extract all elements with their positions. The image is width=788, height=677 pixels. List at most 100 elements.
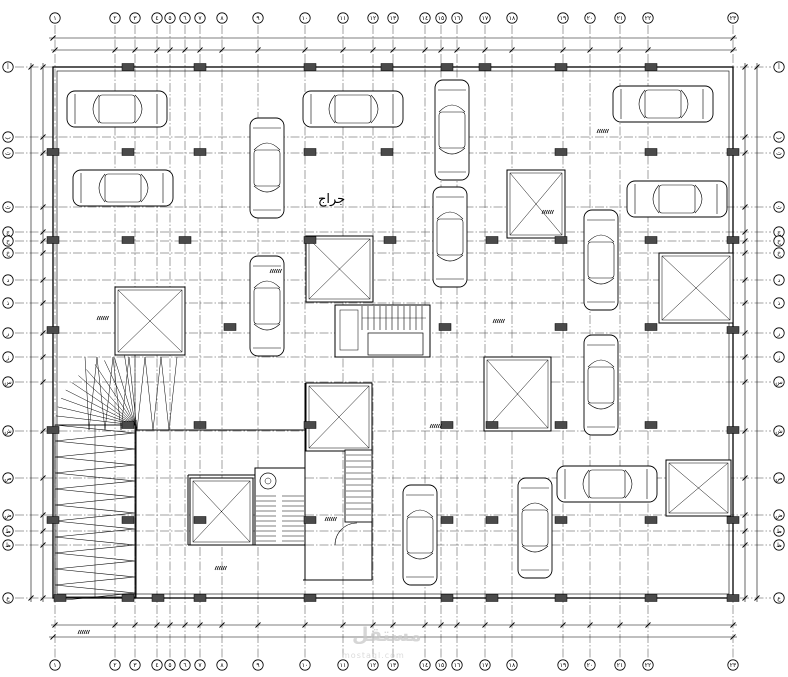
dimension-line-top-chain-tick	[587, 47, 593, 53]
structural-column	[438, 323, 452, 331]
dimension-line-left-overall-tick	[28, 64, 34, 70]
grid-bubble-top-circle	[129, 12, 141, 24]
hatch-mark	[596, 128, 609, 134]
grid-bubble-left-circle	[2, 235, 14, 247]
car-roof	[644, 89, 682, 119]
hatch-stroke	[541, 209, 544, 215]
grid-bubble-bottom-label: ٢٠	[587, 662, 593, 669]
grid-bubble-bottom-circle	[109, 659, 121, 671]
hatch-stroke	[100, 315, 103, 321]
grid-bubble-top-label: ٥	[168, 15, 171, 22]
dimension-line-bottom-chain-tick	[340, 622, 346, 628]
grid-bubble-left-label: ت	[5, 150, 11, 157]
parked-car	[249, 117, 285, 219]
dimension-line-right-chain-tick	[742, 134, 748, 140]
watermark-url-text: mostaql.com	[342, 651, 405, 660]
grid-bubble-right-label: د	[778, 277, 781, 284]
car-windshield	[406, 509, 434, 518]
structural-column	[383, 236, 397, 244]
grid-bubble-right-label: ز	[777, 354, 781, 361]
shaft-opening	[658, 252, 734, 324]
hatch-stroke	[547, 209, 550, 215]
grid-bubble-bottom-circle	[179, 659, 191, 671]
grid-bubble-top-label: ١٦	[454, 15, 460, 22]
grid-bubble-top-label: ٨	[220, 15, 224, 22]
grid-bubble-bottom-label: ١٧	[482, 662, 489, 669]
grid-bubble-top-label: ١٢	[370, 15, 376, 22]
dimension-line-top-chain-tick	[302, 47, 308, 53]
structural-column	[726, 426, 740, 434]
structural-column	[121, 63, 135, 71]
dimension-line-right-chain-tick	[742, 330, 748, 336]
parked-car	[302, 90, 404, 128]
hatch-mark	[324, 516, 337, 522]
dimension-line-bottom-chain-tick	[167, 622, 173, 628]
car-body	[402, 484, 438, 586]
structural-column	[121, 148, 135, 156]
grid-bubble-right-label: ص	[775, 475, 782, 482]
hatch-mark	[541, 209, 554, 215]
structural-column	[46, 326, 60, 334]
grid-bubble-bottom-label: ١٠	[302, 662, 308, 669]
parked-car	[583, 209, 619, 311]
hatch-mark	[96, 315, 109, 321]
dimension-line-right-chain-tick	[742, 250, 748, 256]
parked-car	[583, 334, 619, 436]
hatch-stroke	[330, 516, 333, 522]
grid-bubble-bottom-label: ٧	[198, 662, 202, 669]
structural-column	[193, 63, 207, 71]
grid-bubble-left-circle	[2, 297, 14, 309]
dimension-line-left-chain-tick	[40, 595, 46, 601]
hatch-stroke	[216, 565, 219, 571]
structural-column	[478, 63, 492, 71]
structural-column	[554, 63, 568, 71]
structural-column	[554, 323, 568, 331]
grid-bubble-left-label: ض	[4, 512, 11, 519]
grid-bubble-top-label: ٤	[155, 15, 158, 22]
grid-bubble-right-circle	[773, 351, 785, 363]
hatch-stroke	[498, 318, 501, 324]
parked-car	[612, 85, 714, 123]
car-rear-window	[587, 402, 615, 410]
dimension-line-top-chain-tick	[454, 47, 460, 53]
ramp-fan-line	[78, 375, 136, 426]
grid-bubble-bottom-circle	[642, 659, 654, 671]
dimension-line-right-chain-tick	[742, 475, 748, 481]
grid-bubble-right-label: ط	[776, 528, 782, 535]
hatch-stroke	[277, 268, 280, 274]
grid-bubble-bottom-circle	[614, 659, 626, 671]
grid-bubble-bottom-circle	[194, 659, 206, 671]
parked-car	[66, 90, 168, 128]
parked-car	[402, 484, 438, 586]
grid-bubble-right-circle	[773, 297, 785, 309]
car-roof	[587, 241, 615, 279]
grid-bubble-top-label: ١٩	[560, 15, 566, 22]
parked-car	[626, 180, 728, 218]
dimension-line-bottom-chain-tick	[219, 622, 225, 628]
structural-column	[46, 148, 60, 156]
grid-bubble-top-circle	[299, 12, 311, 24]
car-windshield	[436, 211, 464, 220]
grid-bubble-top-circle	[49, 12, 61, 24]
structural-column	[644, 421, 658, 429]
dimension-line-left-chain-tick	[40, 542, 46, 548]
hatch-mark	[429, 423, 442, 429]
structural-column	[440, 516, 454, 524]
hatch-stroke	[224, 565, 227, 571]
hatch-stroke	[222, 565, 225, 571]
grid-bubble-left-label: س	[4, 379, 11, 386]
dimension-line-left-chain-tick	[40, 250, 46, 256]
car-roof	[436, 218, 464, 256]
car-rear-window	[582, 469, 590, 499]
structural-column	[46, 426, 60, 434]
structural-column	[554, 516, 568, 524]
structural-column	[485, 421, 499, 429]
dimension-line-bottom-chain-tick	[422, 622, 428, 628]
car-rear-window	[98, 173, 106, 203]
structural-column	[644, 148, 658, 156]
grid-bubble-bottom-circle	[479, 659, 491, 671]
grid-bubble-left-label: ظ	[5, 542, 11, 549]
grid-bubble-left-label: ر	[6, 330, 10, 337]
car-rear-window	[406, 552, 434, 560]
structural-column	[380, 63, 394, 71]
